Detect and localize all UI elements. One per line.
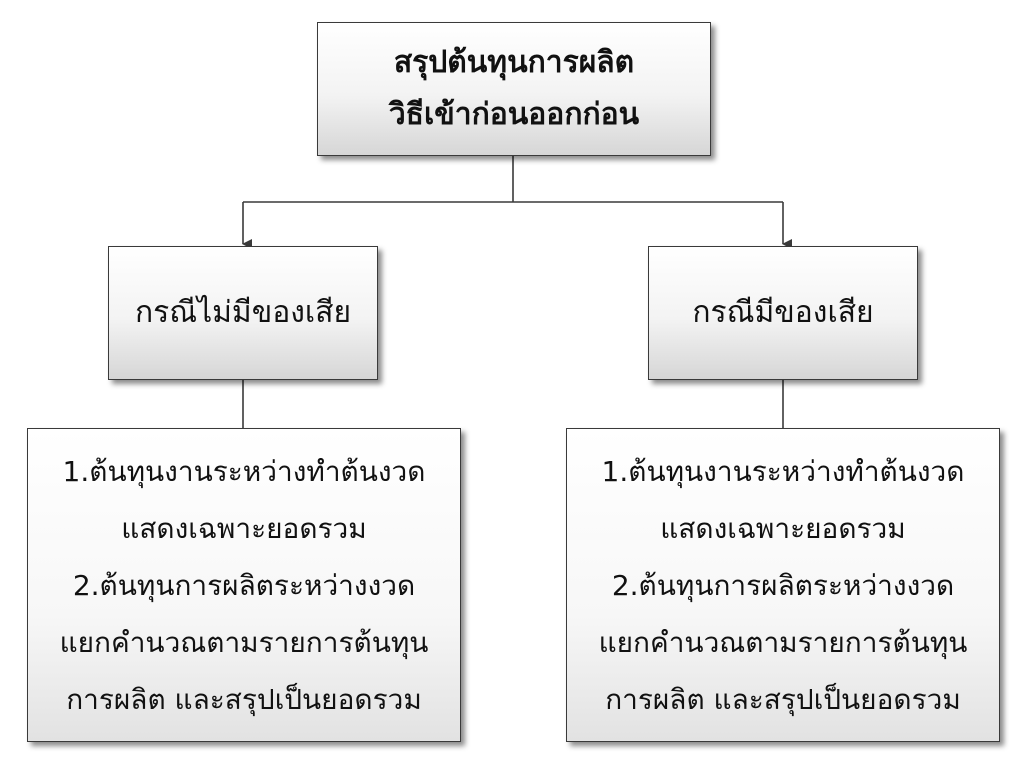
detail-line: การผลิต และสรุปเป็นยอดรวม: [66, 682, 422, 716]
detail-line: 2.ต้นทุนการผลิตระหว่างงวด: [611, 568, 955, 602]
detail-line: 1.ต้นทุนงานระหว่างทำต้นงวด: [601, 454, 965, 488]
branch-heading-label: กรณีไม่มีของเสีย: [134, 295, 352, 330]
detail-line: การผลิต และสรุปเป็นยอดรวม: [605, 682, 961, 716]
detail-line: แสดงเฉพาะยอดรวม: [121, 511, 367, 545]
detail-line: 2.ต้นทุนการผลิตระหว่างงวด: [72, 568, 416, 602]
detail-line: แสดงเฉพาะยอดรวม: [660, 511, 906, 545]
detail-line: แยกคำนวณตามรายการต้นทุน: [59, 625, 429, 659]
root-title-line-2: วิธีเข้าก่อนออกก่อน: [388, 97, 640, 132]
branch-detail-with-defects: 1.ต้นทุนงานระหว่างทำต้นงวด แสดงเฉพาะยอดร…: [566, 428, 1000, 742]
branch-heading-label: กรณีมีของเสีย: [692, 295, 874, 330]
root-to-branches-connector: [243, 156, 783, 203]
root-box: สรุปต้นทุนการผลิต วิธีเข้าก่อนออกก่อน: [317, 22, 711, 156]
branch-heading-with-defects: กรณีมีของเสีย: [648, 246, 918, 380]
branch-detail-no-defects: 1.ต้นทุนงานระหว่างทำต้นงวด แสดงเฉพาะยอดร…: [27, 428, 461, 742]
branch-heading-no-defects: กรณีไม่มีของเสีย: [108, 246, 378, 380]
root-title-line-1: สรุปต้นทุนการผลิต: [393, 45, 635, 80]
detail-line: 1.ต้นทุนงานระหว่างทำต้นงวด: [62, 454, 426, 488]
detail-line: แยกคำนวณตามรายการต้นทุน: [598, 625, 968, 659]
